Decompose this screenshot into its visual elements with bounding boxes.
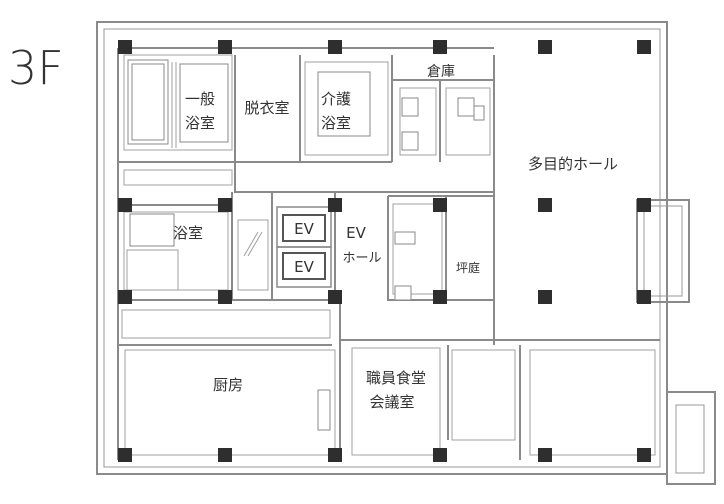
kitchen-label: 厨房 (213, 376, 243, 394)
column (538, 290, 552, 304)
staff-dining-label-line1: 職員食堂 (366, 369, 426, 387)
interior-walls (117, 47, 660, 460)
column (118, 40, 132, 54)
room-labels: 一般 浴室 脱衣室 介護 浴室 倉庫 多目的ホール 浴室 EV EV EV ホー… (173, 63, 618, 411)
building-outline (96, 21, 716, 485)
elevators (276, 206, 332, 288)
column (218, 40, 232, 54)
floor-label: 3F (8, 41, 64, 95)
general-bath-label-line2: 浴室 (185, 114, 215, 132)
column (538, 448, 552, 462)
ev-hall-label-line2: ホール (342, 251, 381, 266)
column (218, 290, 232, 304)
care-bath-label-line1: 介護 (321, 90, 351, 108)
elevator-1-label: EV (294, 220, 314, 238)
changing-room-label: 脱衣室 (244, 99, 289, 117)
courtyard-label: 坪庭 (456, 260, 480, 275)
elevator-2-label: EV (294, 258, 314, 276)
column (433, 448, 447, 462)
column (328, 448, 342, 462)
elevator-1-box (282, 214, 326, 242)
column (218, 198, 232, 212)
multipurpose-hall-label: 多目的ホール (528, 155, 618, 173)
column (637, 448, 651, 462)
column (118, 448, 132, 462)
fixtures (127, 59, 485, 431)
column (118, 198, 132, 212)
ev-hall-label-line1: EV (346, 224, 366, 242)
column (328, 40, 342, 54)
column (118, 290, 132, 304)
column (538, 40, 552, 54)
column (433, 40, 447, 54)
elevator-2-box (282, 252, 326, 280)
column (433, 198, 447, 212)
column (637, 40, 651, 54)
column (328, 290, 342, 304)
storage-label: 倉庫 (427, 63, 455, 80)
column (328, 198, 342, 212)
general-bath-label-line1: 一般 (185, 90, 215, 108)
bathroom-label: 浴室 (173, 224, 203, 242)
column (637, 198, 651, 212)
column (433, 290, 447, 304)
care-bath-label-line2: 浴室 (321, 114, 351, 132)
staff-dining-label-line2: 会議室 (369, 393, 414, 411)
column (637, 290, 651, 304)
column (218, 448, 232, 462)
structural-columns (118, 40, 651, 462)
column (538, 198, 552, 212)
